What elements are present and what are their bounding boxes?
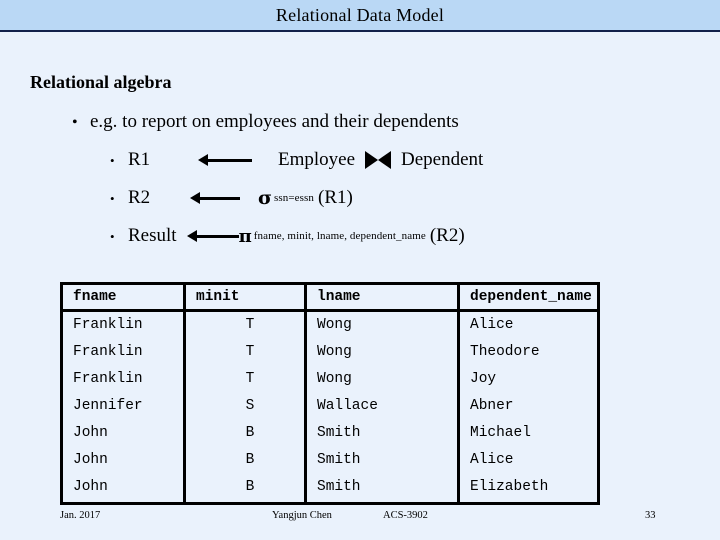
cell-minit: S [184, 393, 307, 421]
slide-content: Relational algebra • e.g. to report on e… [0, 34, 720, 247]
relation-employee: Employee [278, 149, 356, 170]
cell-dependent-name: Michael [470, 425, 531, 442]
cell-lname: Wong [305, 339, 460, 367]
cell-minit: T [184, 366, 307, 394]
step-label-r2: R2 [128, 187, 151, 208]
table-body: Franklin T Wong Alice Franklin T Wong Th… [63, 310, 597, 502]
footer-date: Jan. 2017 [60, 510, 101, 521]
cell-lname: Smith [305, 474, 460, 502]
cell-fname: Jennifer [63, 393, 186, 421]
relation-dependent: Dependent [401, 149, 484, 170]
cell-fname: Franklin [63, 339, 186, 367]
bullet-main-text: e.g. to report on employees and their de… [90, 111, 459, 132]
table-row: John B Smith Elizabeth [63, 474, 597, 502]
select-condition: ssn=essn [274, 192, 315, 204]
algebra-step-r2: • R2 σ ssn=essn (R1) [110, 187, 720, 209]
cell-fname: Franklin [63, 310, 186, 340]
table-header-row: fname minit lname dependent_name [63, 285, 597, 312]
project-argument: (R2) [429, 225, 465, 246]
left-arrow-icon [190, 191, 240, 205]
cell-dependent-name: Alice [470, 317, 514, 333]
step-label-r1: R1 [128, 149, 151, 170]
cell-dependent-name: Joy [470, 371, 497, 388]
table-row: Franklin T Wong Theodore [63, 339, 597, 367]
page-title: Relational Data Model [275, 4, 445, 25]
cell-minit: T [184, 310, 307, 340]
cell-lname: Wallace [305, 393, 460, 421]
footer-page-number: 33 [645, 510, 656, 521]
select-argument: (R1) [318, 187, 353, 208]
column-header-minit: minit [184, 285, 307, 312]
table-row: John B Smith Michael [63, 420, 597, 448]
cell-lname: Wong [305, 366, 460, 394]
cell-minit: B [184, 474, 307, 502]
cell-dependent-name: Elizabeth [470, 479, 549, 496]
sigma-select-icon: σ [258, 187, 273, 209]
join-bowtie-icon [365, 150, 392, 170]
column-header-fname: fname [63, 285, 186, 312]
table-row: Franklin T Wong Joy [63, 366, 597, 394]
cell-dependent-name: Abner [470, 398, 514, 415]
bullet-dot-icon: • [110, 190, 115, 206]
section-heading: Relational algebra [30, 72, 172, 92]
cell-fname: John [63, 447, 186, 475]
cell-lname: Smith [305, 447, 460, 475]
step-label-result: Result [128, 225, 177, 246]
footer-course: ACS-3902 [383, 510, 428, 521]
table-row: John B Smith Alice [63, 447, 597, 475]
table-row: Franklin T Wong Alice [63, 310, 597, 340]
bullet-dot-icon: • [110, 152, 115, 168]
cell-minit: B [184, 447, 307, 475]
cell-lname: Wong [305, 310, 460, 340]
left-arrow-icon [186, 229, 239, 243]
cell-lname: Smith [305, 420, 460, 448]
cell-dependent-name: Theodore [470, 344, 540, 361]
bullet-item-main: • e.g. to report on employees and their … [72, 111, 720, 133]
table-row: Jennifer S Wallace Abner [63, 393, 597, 421]
slide-footer: Jan. 2017 Yangjun Chen ACS-3902 33 [0, 510, 720, 530]
algebra-step-r1: • R1 Employee Dependent [110, 149, 720, 171]
cell-fname: John [63, 474, 186, 502]
projection-attributes: fname, minit, lname, dependent_name [253, 230, 426, 242]
column-header-dependent-name: dependent_name [458, 285, 597, 312]
footer-author: Yangjun Chen [272, 510, 332, 521]
cell-fname: John [63, 420, 186, 448]
cell-fname: Franklin [63, 366, 186, 394]
algebra-step-result: • Result π fname, minit, lname, dependen… [110, 225, 720, 247]
column-header-lname: lname [305, 285, 460, 312]
cell-minit: B [184, 420, 307, 448]
left-arrow-icon [198, 153, 252, 167]
query-result-table: fname minit lname dependent_name Frankli… [60, 282, 600, 505]
pi-project-icon: π [238, 225, 252, 247]
cell-dependent-name: Alice [470, 452, 514, 469]
bullet-dot-icon: • [110, 228, 115, 244]
cell-minit: T [184, 339, 307, 367]
bullet-dot-icon: • [72, 114, 78, 131]
slide-title-bar: Relational Data Model [0, 0, 720, 32]
